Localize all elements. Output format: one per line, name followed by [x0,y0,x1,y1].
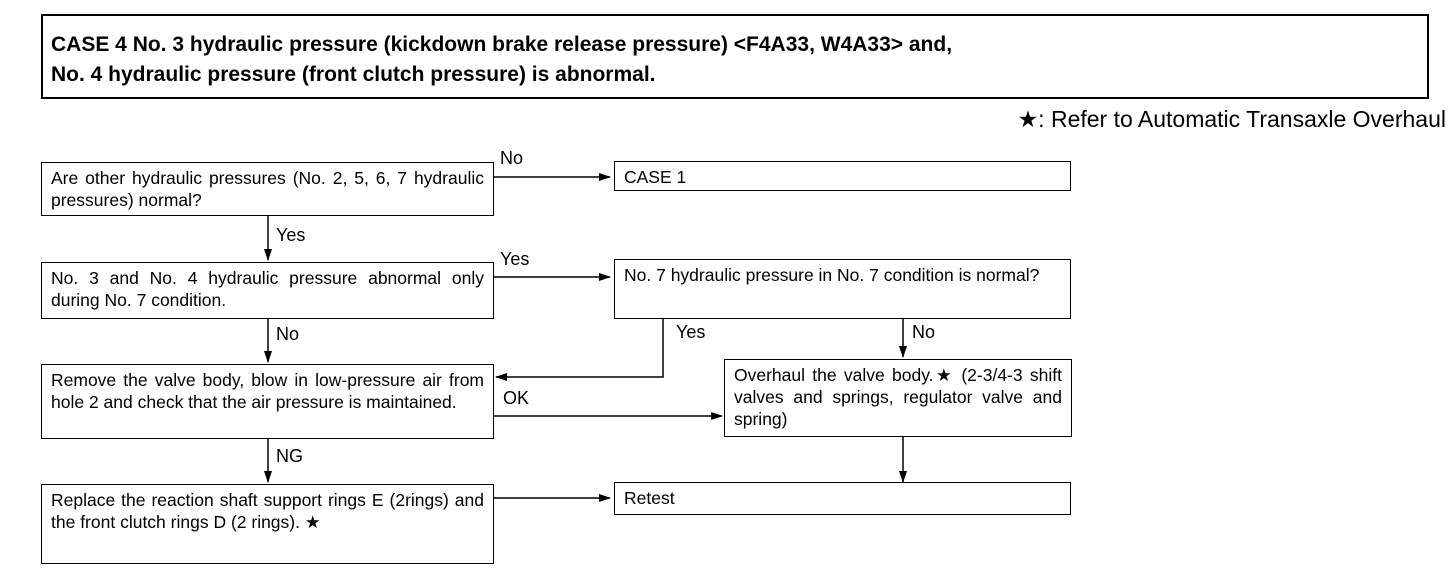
label-q2-yes: Yes [500,249,530,269]
arrow-q3-yes [495,319,664,381]
label-q3-no: No [912,322,936,342]
reference-note-text: Refer to Automatic Transaxle Overhaul [1050,106,1446,132]
reference-note: ★: Refer to Automatic Transaxle Overhaul [1018,106,1446,133]
label-q1-no: No [500,148,524,168]
label-q1-yes: Yes [276,225,306,245]
remove-valve-body-box: Remove the valve body, blow in low-press… [41,364,494,439]
label-q3-yes: Yes [676,322,706,342]
replace-rings-box: Replace the reaction shaft support rings… [41,484,494,564]
star-icon: ★: [1017,106,1045,132]
retest-box: Retest [614,482,1071,515]
title-line-1: CASE 4 No. 3 hydraulic pressure (kickdow… [51,33,953,56]
title-box: CASE 4 No. 3 hydraulic pressure (kickdow… [41,14,1429,99]
title-line-2: No. 4 hydraulic pressure (front clutch p… [51,63,656,86]
case1-box: CASE 1 [614,161,1071,191]
question-condition7-box: No. 3 and No. 4 hydraulic pressure abnor… [41,262,494,319]
question-pressure7-normal-box: No. 7 hydraulic pressure in No. 7 condit… [614,259,1071,319]
label-remove-ng: NG [276,446,303,466]
question-other-pressures-box: Are other hydraulic pressures (No. 2, 5,… [41,162,494,216]
label-remove-ok: OK [503,388,530,408]
label-q2-no: No [276,324,300,344]
overhaul-valve-body-box: Overhaul the valve body.★ (2-3/4-3 shift… [724,359,1072,437]
